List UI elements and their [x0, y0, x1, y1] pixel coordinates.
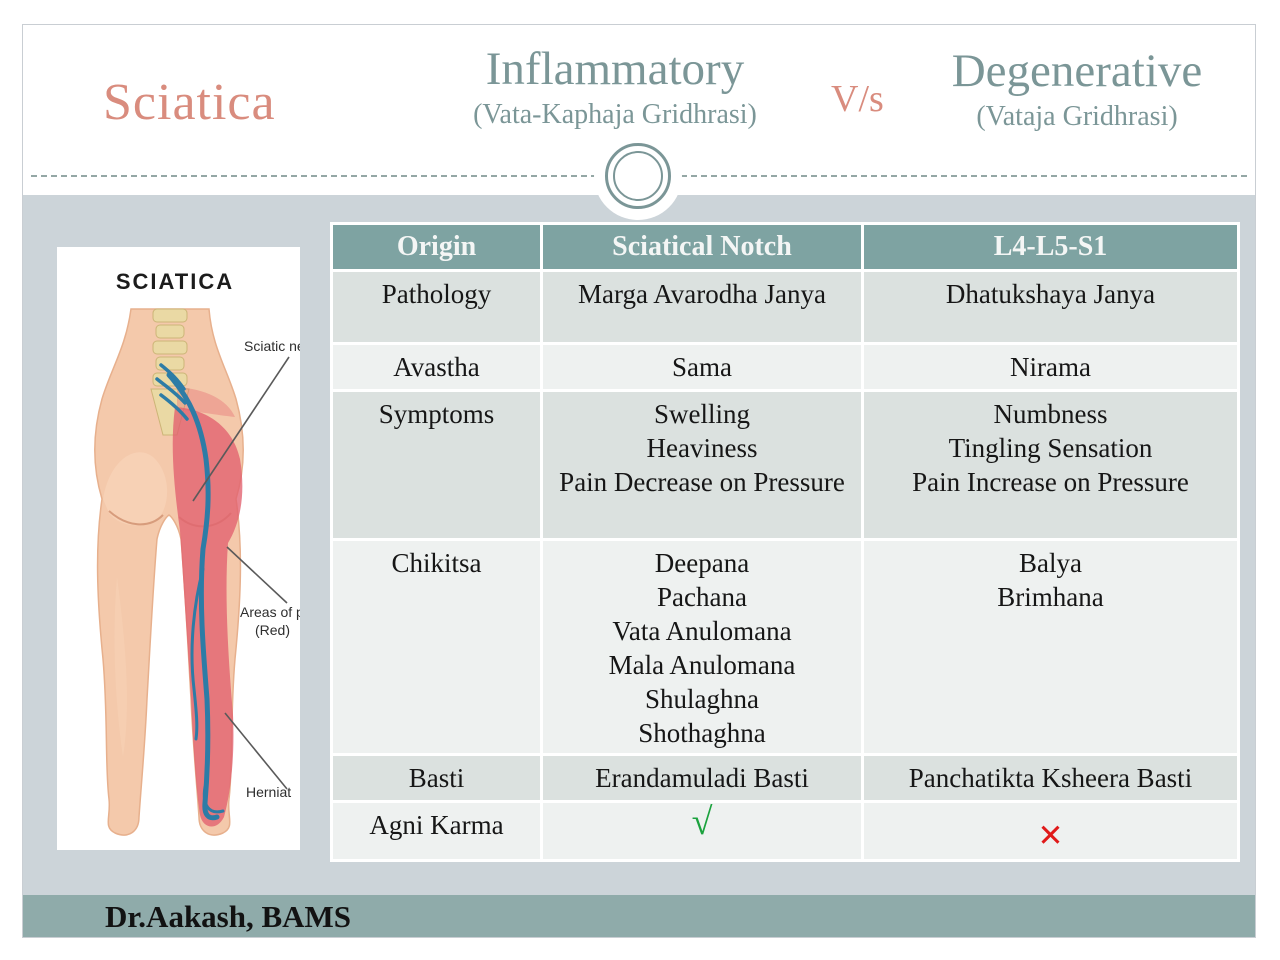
- value-cell: Marga Avarodha Janya: [543, 272, 861, 342]
- degenerative-title: Degenerative: [951, 45, 1203, 97]
- footer-band: Dr.Aakash, BAMS: [23, 895, 1255, 937]
- degenerative-subtitle: (Vataja Gridhrasi): [976, 101, 1178, 132]
- sciatica-illustration: SCIATICA: [57, 247, 300, 850]
- table-header-cell: Origin: [333, 225, 540, 269]
- value-cell: Panchatikta Ksheera Basti: [864, 756, 1237, 800]
- inflammatory-heading: Inflammatory (Vata-Kaphaja Gridhrasi): [427, 41, 803, 131]
- value-cell: Erandamuladi Basti: [543, 756, 861, 800]
- left-buttock-shape: [103, 452, 168, 526]
- value-cell: √: [543, 803, 861, 859]
- inflammatory-subtitle: (Vata-Kaphaja Gridhrasi): [473, 99, 757, 130]
- divider-circle-icon: [605, 143, 671, 209]
- sciatica-figure-card: SCIATICA: [57, 247, 300, 850]
- versus-label: V/s: [831, 78, 884, 120]
- left-buttock-crease: [108, 510, 164, 526]
- inflammatory-title: Inflammatory: [485, 43, 745, 95]
- row-label-cell: Agni Karma: [333, 803, 540, 859]
- row-label-cell: Basti: [333, 756, 540, 800]
- value-cell: Nirama: [864, 345, 1237, 389]
- figure-pointer-lines: [192, 356, 290, 790]
- herniated-label: Herniat: [246, 784, 291, 800]
- table-header-cell: L4-L5-S1: [864, 225, 1237, 269]
- table-header-cell: Sciatical Notch: [543, 225, 861, 269]
- pain-area-label-2: (Red): [255, 622, 290, 638]
- figure-caption: SCIATICA: [116, 269, 234, 294]
- row-label-cell: Pathology: [333, 272, 540, 342]
- table-row: Agni Karma√✕: [333, 803, 1237, 859]
- degenerative-heading: Degenerative (Vataja Gridhrasi): [909, 43, 1245, 133]
- pain-area-label: Areas of p: [240, 604, 300, 620]
- slide: Sciatica Inflammatory (Vata-Kaphaja Grid…: [22, 24, 1256, 938]
- value-cell: ✕: [864, 803, 1237, 859]
- value-cell: Sama: [543, 345, 861, 389]
- footer-credit: Dr.Aakash, BAMS: [105, 899, 352, 934]
- row-label-cell: Symptoms: [333, 392, 540, 538]
- nerve-label: Sciatic ne: [244, 338, 300, 354]
- sciatic-nerve-shape: [155, 363, 225, 821]
- row-label-cell: Avastha: [333, 345, 540, 389]
- slide-title: Sciatica: [103, 74, 276, 131]
- row-label-cell: Chikitsa: [333, 541, 540, 753]
- divider-circle-inner-ring: [613, 151, 663, 201]
- value-cell: Dhatukshaya Janya: [864, 272, 1237, 342]
- left-calf-highlight: [114, 577, 127, 757]
